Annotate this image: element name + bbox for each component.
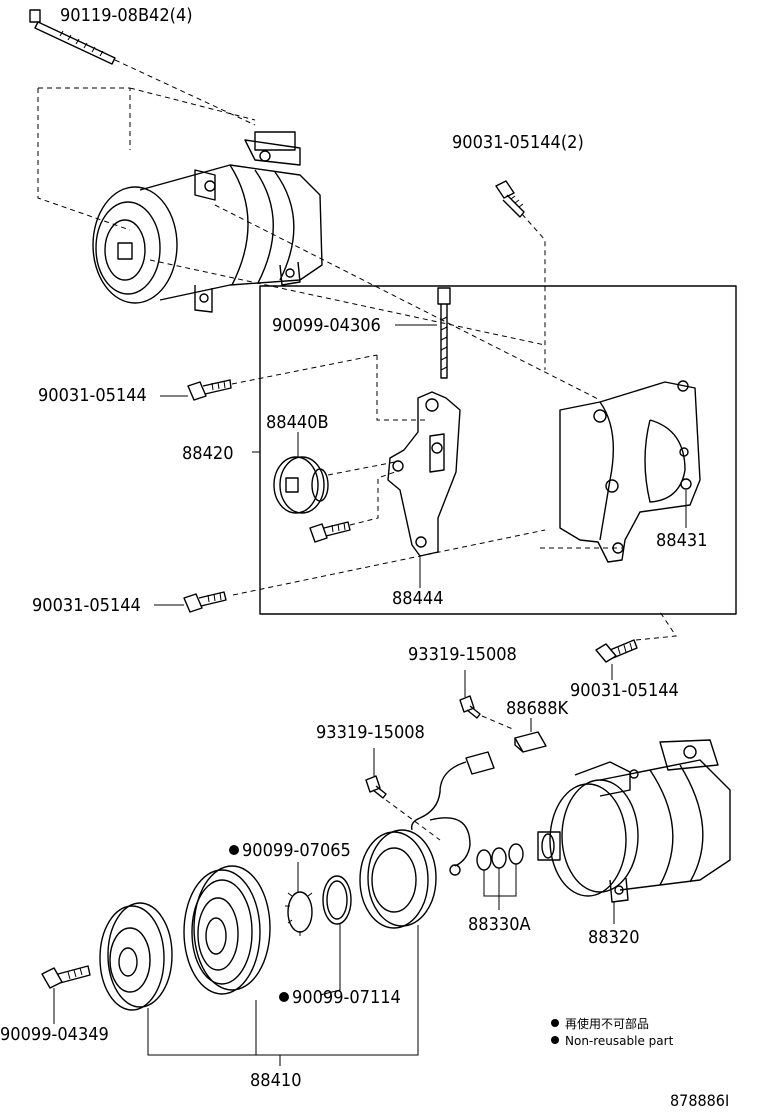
label-90099-07114: 90099-07114	[292, 987, 401, 1008]
legend-line-en: Non-reusable part	[565, 1034, 674, 1048]
label-90031-05144-c: 90031-05144	[570, 680, 679, 701]
pulley-icon	[183, 865, 271, 995]
field-coil-icon	[359, 829, 437, 929]
label-93319-15008-b: 93319-15008	[316, 722, 425, 743]
label-93319-15008-a: 93319-15008	[408, 644, 517, 665]
label-88330A: 88330A	[468, 914, 531, 935]
label-90119-08B42: 90119-08B42(4)	[60, 5, 193, 26]
connector-wire-icon	[410, 751, 495, 876]
sensor-icon	[514, 731, 547, 753]
legend-line-jp: 再使用不可部品	[565, 1016, 649, 1031]
label-88320: 88320	[588, 927, 640, 948]
label-88420: 88420	[182, 443, 234, 464]
bolt-icon	[187, 379, 232, 401]
legend-dot-icon	[551, 1036, 559, 1044]
bolt-icon	[595, 639, 638, 663]
non-reusable-mark-icon	[229, 845, 239, 855]
label-88444: 88444	[392, 588, 444, 609]
long-bolt-icon	[29, 9, 116, 65]
label-90031-05144-b: 90031-05144	[32, 595, 141, 616]
bolt-icon	[41, 965, 91, 989]
compressor-bottom	[537, 739, 731, 903]
label-88688K: 88688K	[506, 698, 569, 719]
clutch-hub-icon	[99, 902, 173, 1011]
label-88440B: 88440B	[266, 412, 329, 433]
non-reusable-mark-icon	[279, 992, 289, 1002]
compressor-top	[29, 9, 601, 401]
assembly-box-88420	[259, 285, 737, 615]
label-90099-04349: 90099-04349	[0, 1024, 109, 1045]
vertical-bolt-icon	[437, 287, 451, 379]
label-90031-05144-2: 90031-05144(2)	[452, 132, 584, 153]
screw-icon	[365, 775, 387, 799]
label-90099-04306: 90099-04306	[272, 315, 381, 336]
bolt-icon	[183, 591, 227, 613]
label-88410: 88410	[250, 1070, 302, 1091]
screw-icon	[459, 695, 481, 719]
bolt-icon	[495, 180, 525, 218]
label-90031-05144-a: 90031-05144	[38, 385, 147, 406]
bolt-icon	[309, 521, 351, 543]
legend-dot-icon	[551, 1019, 559, 1027]
label-90099-07065: 90099-07065	[242, 840, 351, 861]
snap-ring-icon	[322, 875, 352, 925]
bracket-88444-icon	[387, 391, 461, 557]
label-88431: 88431	[656, 530, 708, 551]
snap-ring-icon	[285, 891, 313, 936]
bracket-88431-icon	[559, 380, 701, 563]
idler-pulley-icon	[273, 456, 329, 514]
illustration-id: 878886I	[670, 1091, 729, 1110]
